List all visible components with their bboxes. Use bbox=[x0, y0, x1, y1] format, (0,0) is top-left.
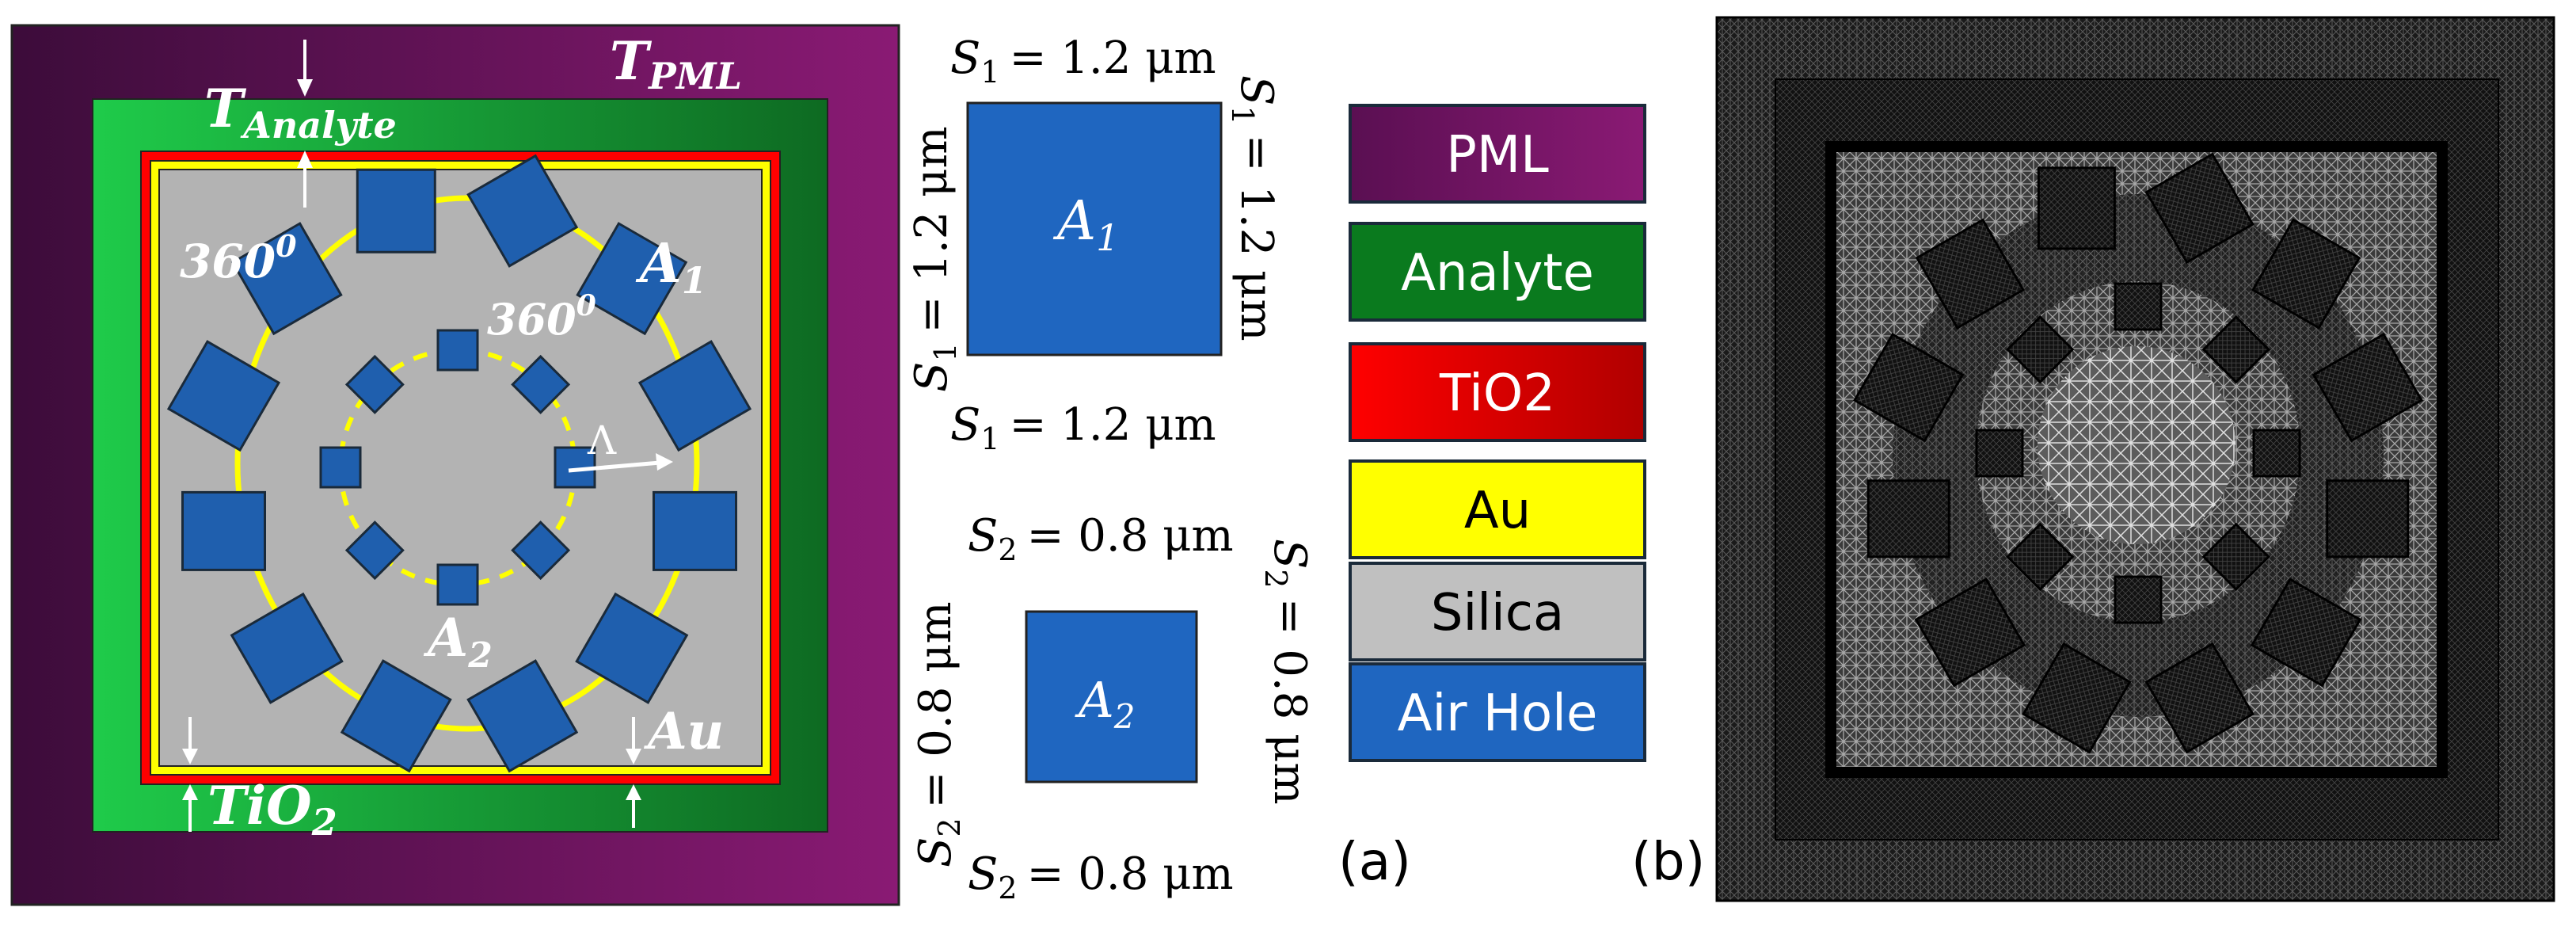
s1-left: S1= 1.2 μm bbox=[906, 126, 963, 392]
s2-bottom: S2= 0.8 μm bbox=[968, 848, 1234, 905]
mesh-hole-a1 bbox=[2022, 642, 2132, 754]
legend-label-analyte: Analyte bbox=[1401, 244, 1594, 303]
analyte-arrowhead-bottom bbox=[297, 151, 313, 168]
a1-square-label: A1 bbox=[1052, 190, 1119, 259]
legend-label-tio2: TiO2 bbox=[1439, 364, 1555, 423]
legend-item-tio2: TiO2 bbox=[1349, 342, 1646, 442]
mesh-hole-a2 bbox=[1975, 429, 2024, 478]
mesh-hole-a1 bbox=[2251, 218, 2361, 330]
mesh-hole-a1 bbox=[2037, 166, 2116, 250]
a1-label: A1 bbox=[635, 232, 707, 302]
mesh-hole-a2 bbox=[2114, 282, 2163, 331]
mesh-hole-a1 bbox=[2312, 333, 2423, 443]
outer-ring-guide bbox=[234, 195, 700, 732]
legend-item-silica: Silica bbox=[1349, 562, 1646, 661]
air-hole-a1 bbox=[637, 340, 752, 452]
air-hole-a1 bbox=[466, 659, 579, 773]
mesh-hole-a2 bbox=[2114, 575, 2163, 624]
air-hole-a2 bbox=[436, 563, 479, 606]
mesh-hole-a1 bbox=[2144, 152, 2254, 265]
panel-a-cross-section: Λ TPML TAnalyte 3600 3600 A1 A2 bbox=[10, 24, 900, 906]
t-analyte-label: TAnalyte bbox=[204, 78, 397, 147]
legend-label-au: Au bbox=[1464, 482, 1531, 540]
caption-b: (b) bbox=[1631, 831, 1705, 892]
mesh-hole-a1 bbox=[2144, 642, 2254, 754]
a2-square-label: A2 bbox=[1075, 671, 1136, 736]
legend-item-air-hole: Air Hole bbox=[1349, 662, 1646, 762]
material-legend: PML Analyte TiO2 Au Silica Air Hole bbox=[1349, 104, 1646, 762]
air-hole-a1 bbox=[466, 154, 579, 268]
inner-air-hole-ring bbox=[319, 329, 596, 606]
air-hole-a1 bbox=[356, 168, 436, 254]
mesh-hole-a2 bbox=[2201, 315, 2270, 384]
mesh-hole-a1 bbox=[2250, 578, 2362, 688]
caption-a: (a) bbox=[1338, 831, 1411, 892]
s1-top: S1= 1.2 μm bbox=[950, 32, 1216, 90]
lambda-arrow bbox=[568, 459, 670, 473]
legend-item-pml: PML bbox=[1349, 104, 1646, 204]
angle-outer-label: 3600 bbox=[180, 228, 297, 288]
tio2-arrowhead-bottom bbox=[182, 784, 198, 800]
legend-label-pml: PML bbox=[1446, 126, 1549, 185]
mesh-core bbox=[2038, 346, 2235, 544]
dimension-diagrams: A1 S1= 1.2 μm S1= 1.2 μm S1= 1.2 μm S1= … bbox=[906, 32, 1315, 905]
mesh-hole-a1 bbox=[2326, 479, 2410, 558]
air-hole-a2 bbox=[319, 446, 362, 489]
legend-label-silica: Silica bbox=[1431, 584, 1564, 642]
a1-square bbox=[966, 101, 1223, 356]
lambda-label: Λ bbox=[587, 417, 617, 463]
s2-top: S2= 0.8 μm bbox=[968, 510, 1234, 567]
legend-item-analyte: Analyte bbox=[1349, 222, 1646, 322]
air-hole-a1 bbox=[340, 659, 452, 773]
air-hole-a2 bbox=[511, 354, 571, 414]
mesh-hole-a1 bbox=[1853, 333, 1965, 443]
air-hole-a2 bbox=[344, 354, 405, 414]
t-pml-label: TPML bbox=[610, 30, 742, 97]
au-arrowhead-top bbox=[626, 749, 641, 764]
s1-bottom: S1= 1.2 μm bbox=[950, 399, 1216, 456]
angle-inner-label: 3600 bbox=[487, 289, 596, 345]
air-hole-a2 bbox=[436, 329, 479, 372]
a2-label: A2 bbox=[423, 607, 493, 676]
mesh-hole-a2 bbox=[2006, 315, 2075, 384]
mesh-hole-a1 bbox=[1866, 479, 1950, 558]
air-hole-a1 bbox=[576, 222, 688, 336]
air-hole-a1 bbox=[181, 490, 266, 571]
a2-square bbox=[1025, 610, 1198, 783]
outer-air-hole-ring bbox=[166, 154, 752, 773]
air-hole-a1 bbox=[575, 592, 689, 704]
mesh-hole-a2 bbox=[2252, 429, 2301, 478]
s2-right: S2= 0.8 μm bbox=[1258, 539, 1315, 805]
au-label: Au bbox=[644, 702, 724, 761]
s1-right: S1= 1.2 μm bbox=[1225, 75, 1282, 341]
analyte-arrowhead-top bbox=[297, 79, 313, 97]
panel-b-mesh bbox=[1715, 16, 2555, 902]
mesh-hole-a1 bbox=[1915, 218, 2025, 330]
legend-item-au: Au bbox=[1349, 459, 1646, 559]
air-hole-a2 bbox=[344, 520, 405, 581]
air-hole-a1 bbox=[230, 592, 344, 704]
au-arrowhead-bottom bbox=[626, 784, 641, 800]
mesh-hole-a2 bbox=[2201, 522, 2270, 591]
lambda-arrowhead bbox=[656, 453, 673, 471]
air-hole-a1 bbox=[230, 222, 343, 336]
air-hole-a1 bbox=[166, 340, 281, 452]
s2-left: S2= 0.8 μm bbox=[910, 601, 967, 867]
legend-label-air-hole: Air Hole bbox=[1398, 684, 1598, 743]
tio2-label: TiO2 bbox=[207, 775, 337, 844]
air-hole-a1 bbox=[653, 490, 738, 571]
tio2-arrowhead-top bbox=[182, 749, 198, 764]
air-hole-a2 bbox=[511, 520, 571, 581]
mesh-hole-a1 bbox=[1914, 578, 2026, 688]
mesh-air-holes bbox=[1853, 152, 2423, 754]
mesh-hole-a2 bbox=[2006, 522, 2075, 591]
